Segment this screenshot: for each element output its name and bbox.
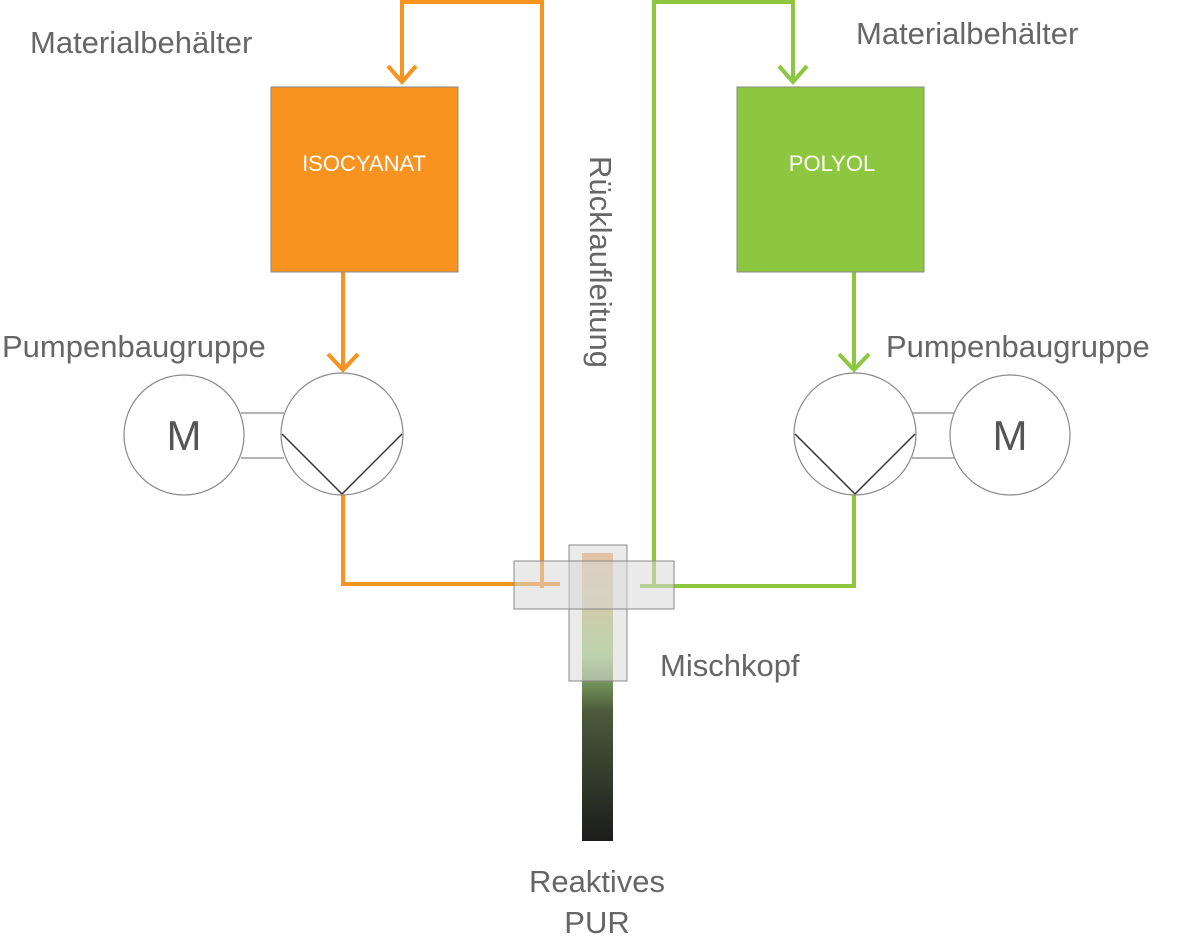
mixhead bbox=[513, 544, 675, 682]
right-motor-label: M bbox=[993, 412, 1028, 459]
pump-right-caption: Pumpenbaugruppe bbox=[886, 329, 1150, 364]
pump-left-caption: Pumpenbaugruppe bbox=[2, 329, 266, 364]
output-caption-line2: PUR bbox=[564, 905, 629, 940]
right-pump-wedge-b bbox=[854, 433, 916, 495]
polyol-circuit bbox=[640, 0, 871, 588]
right-motor bbox=[949, 374, 1071, 496]
polyol-tank-label: POLYOL bbox=[789, 151, 875, 176]
left-motor-label: M bbox=[167, 412, 202, 459]
polyol-supply-line bbox=[640, 494, 856, 588]
isocyanate-feed-arrowhead bbox=[326, 352, 360, 373]
right-pump bbox=[793, 372, 917, 496]
return-line-caption: Rücklaufleitung bbox=[583, 156, 618, 368]
isocyanate-return-line bbox=[400, 0, 544, 588]
left-pump-assembly bbox=[123, 372, 404, 496]
tank-left-caption: Materialbehälter bbox=[30, 25, 252, 60]
left-pump-wedge-b bbox=[341, 433, 403, 495]
polyol-feed-arrowhead bbox=[837, 352, 871, 373]
right-pump-assembly bbox=[793, 372, 1071, 496]
polyol-tank bbox=[736, 86, 925, 273]
isocyanate-tank bbox=[270, 86, 459, 273]
polyol-return-line bbox=[652, 0, 795, 588]
polyol-return-arrowhead bbox=[777, 64, 809, 86]
isocyanate-return-arrowhead bbox=[386, 64, 418, 86]
mixhead-horizontal bbox=[513, 560, 675, 610]
mixhead-caption: Mischkopf bbox=[660, 648, 800, 683]
left-motor bbox=[123, 374, 245, 496]
left-pump-wedge-a bbox=[281, 433, 343, 495]
output-caption-line1: Reaktives bbox=[529, 864, 665, 899]
isocyanate-circuit bbox=[326, 0, 560, 588]
isocyanate-supply-line bbox=[341, 494, 560, 586]
tank-right-caption: Materialbehälter bbox=[856, 16, 1078, 51]
isocyanate-tank-label: ISOCYANAT bbox=[302, 151, 426, 176]
right-pump-wedge-a bbox=[794, 433, 856, 495]
left-pump bbox=[280, 372, 404, 496]
